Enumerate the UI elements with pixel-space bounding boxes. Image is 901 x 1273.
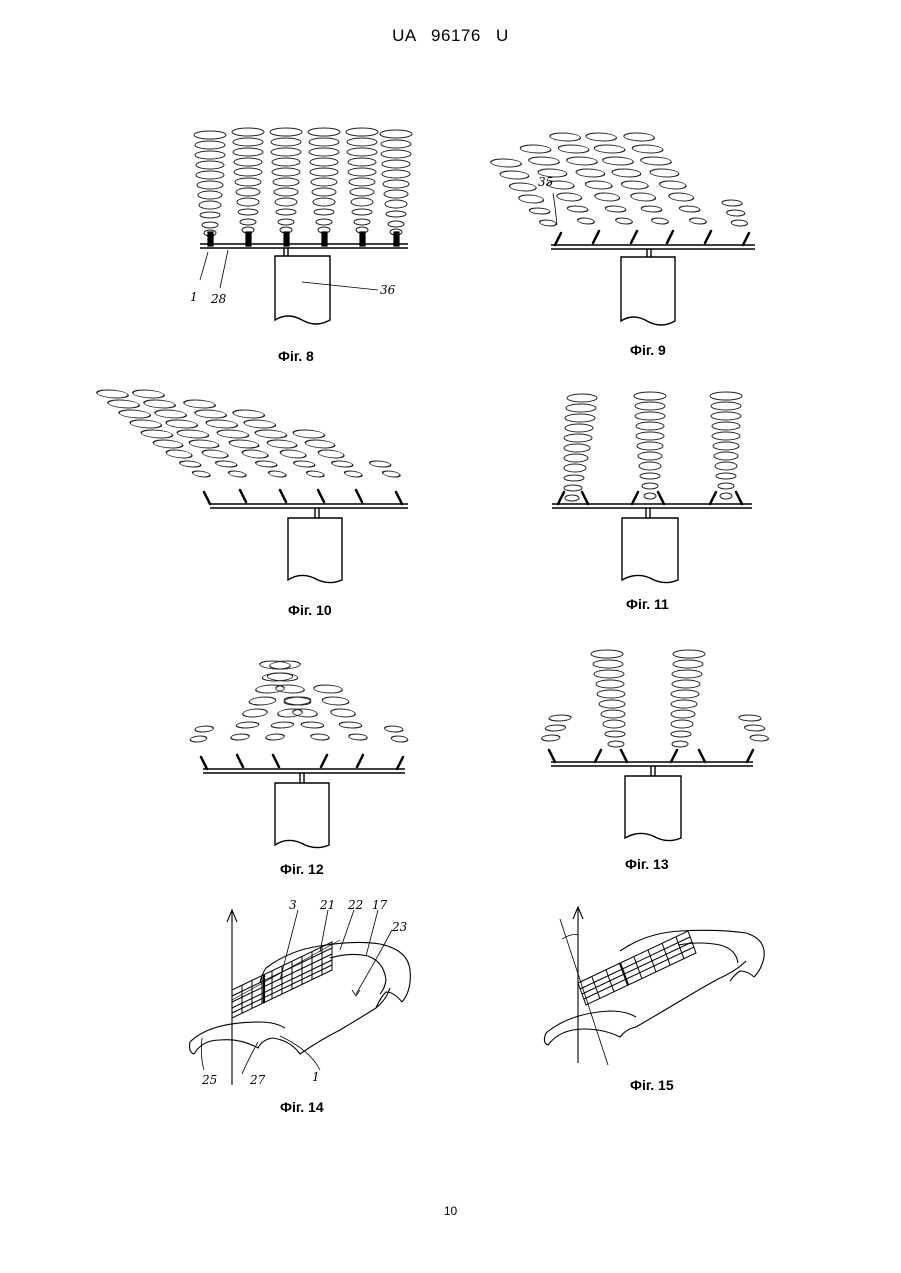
spray-column xyxy=(621,133,715,224)
figure-10-drawing xyxy=(180,380,430,590)
spray-column xyxy=(93,390,220,477)
spray-column xyxy=(180,400,296,477)
spray-column xyxy=(671,650,705,747)
spray-column xyxy=(232,128,264,233)
ref-label-1b: 1 xyxy=(312,1070,320,1084)
spray-column xyxy=(538,715,572,741)
spray-column xyxy=(583,133,677,224)
spray-column xyxy=(634,392,666,499)
figure-9-drawing xyxy=(535,125,785,330)
ref-label-1: 1 xyxy=(190,290,198,304)
spray-column xyxy=(194,131,226,236)
figure-11-caption: Фіг. 11 xyxy=(626,596,669,612)
figure-15-drawing xyxy=(540,905,780,1070)
spray-column xyxy=(129,390,256,477)
ref-label-22: 22 xyxy=(348,898,363,912)
figure-10-caption: Фіг. 10 xyxy=(288,602,332,618)
figure-8-caption: Фіг. 8 xyxy=(278,348,314,364)
figure-12-drawing xyxy=(175,645,430,855)
spray-column xyxy=(312,685,374,740)
spray-column xyxy=(223,661,302,740)
ref-label-21: 21 xyxy=(320,898,335,912)
filter-panel xyxy=(578,931,696,1005)
spray-column xyxy=(308,128,340,233)
spray-column xyxy=(380,130,412,235)
spray-column xyxy=(229,410,333,477)
spray-column xyxy=(289,430,371,477)
figure-11-drawing xyxy=(540,380,770,590)
figure-8-drawing xyxy=(180,120,440,340)
document-header: UA 96176 U xyxy=(0,26,901,46)
spray-column xyxy=(188,726,215,742)
page-number: 10 xyxy=(0,1204,901,1218)
figure-9-caption: Фіг. 9 xyxy=(630,342,666,358)
spray-column xyxy=(367,461,405,477)
ref-label-28: 28 xyxy=(211,292,226,306)
figure-13-caption: Фіг. 13 xyxy=(625,856,669,872)
ref-label-35: 35 xyxy=(538,175,553,189)
spray-column xyxy=(721,200,750,226)
figure-15-caption: Фіг. 15 xyxy=(630,1077,674,1093)
spray-column xyxy=(258,661,337,740)
spray-column xyxy=(260,697,313,740)
ref-label-3: 3 xyxy=(289,898,297,912)
filter-panel xyxy=(232,942,332,1018)
spray-column xyxy=(591,650,625,747)
ref-label-27: 27 xyxy=(250,1073,265,1087)
figure-12-caption: Фіг. 12 xyxy=(280,861,324,877)
spray-column xyxy=(564,394,597,501)
spray-column xyxy=(738,715,772,741)
ref-label-17: 17 xyxy=(372,898,387,912)
ref-label-23: 23 xyxy=(392,920,407,934)
figure-14-caption: Фіг. 14 xyxy=(280,1099,324,1115)
ref-label-25: 25 xyxy=(202,1073,217,1087)
figure-13-drawing xyxy=(525,640,785,850)
spray-column xyxy=(270,128,302,233)
ref-label-36: 36 xyxy=(380,283,395,297)
spray-column xyxy=(383,726,410,742)
spray-column xyxy=(547,133,641,224)
spray-column xyxy=(710,392,742,499)
spray-column xyxy=(346,128,378,233)
